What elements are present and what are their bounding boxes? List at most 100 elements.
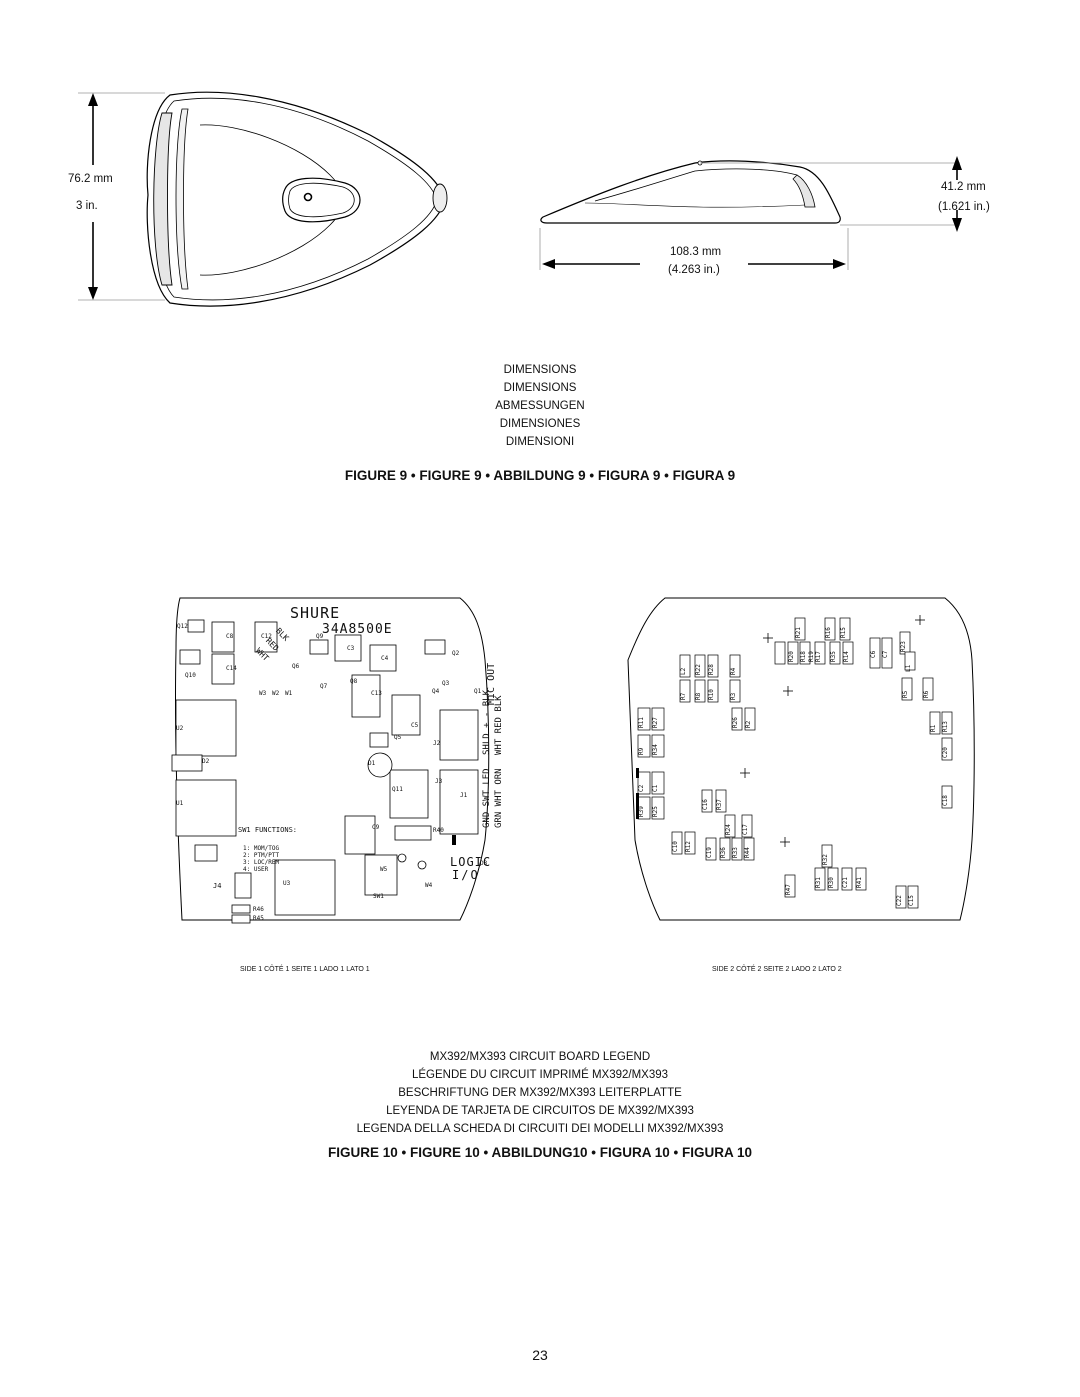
component-label: R28 [708, 664, 715, 675]
component-label: R1 [930, 724, 937, 732]
height-dimension-arrow [78, 92, 165, 301]
component-label: R47 [785, 884, 792, 895]
component-label: Q11 [392, 786, 403, 793]
sw1-item: 4: USER [243, 866, 269, 873]
component-label: R16 [825, 627, 832, 638]
component-label: Q3 [442, 680, 450, 687]
component-label: R34 [652, 744, 659, 755]
component-label: C4 [381, 655, 389, 662]
pcb-side-1-drawing [171, 597, 490, 924]
mic-pins-label: SHLD + - BLK [482, 689, 492, 755]
component-label: J3 [435, 778, 443, 785]
side-height-dimension-arrow [539, 156, 962, 270]
component-label: Q6 [292, 663, 300, 670]
caption-line: DIMENSIONS [503, 382, 577, 394]
side-height-mm-label: 41.2 mm [941, 181, 986, 193]
pcb-side-2-drawing [627, 597, 975, 921]
component-label: R8 [695, 692, 702, 700]
component-label: R15 [840, 627, 847, 638]
length-in-label: (4.263 in.) [668, 264, 720, 276]
component-label: C16 [702, 799, 709, 810]
figure-10-title: FIGURE 10 • FIGURE 10 • ABBILDUNG10 • FI… [328, 1145, 752, 1160]
component-label: R32 [822, 854, 829, 865]
component-label: J2 [433, 740, 441, 747]
component-label: R19 [808, 651, 815, 662]
component-label: R4 [730, 667, 737, 675]
component-label: R36 [720, 847, 727, 858]
component-label: C9 [372, 824, 380, 831]
caption-line: LEGENDA DELLA SCHEDA DI CIRCUITI DEI MOD… [356, 1123, 724, 1135]
component-label: C17 [742, 824, 749, 835]
component-label: SW1 [373, 893, 384, 900]
component-label: R20 [788, 651, 795, 662]
component-label: R2 [745, 720, 752, 728]
sw1-functions-list: 1: MOM/TOG 2: PTM/PTT 3: LOC/REM 4: USER [243, 845, 279, 873]
height-mm-label: 76.2 mm [68, 173, 113, 185]
component-label: C2 [638, 784, 645, 792]
component-label: R23 [900, 641, 907, 652]
component-label: R10 [708, 689, 715, 700]
component-label: Q7 [320, 683, 328, 690]
component-label: R30 [828, 877, 835, 888]
component-label: C15 [908, 895, 915, 906]
component-label: R14 [843, 651, 850, 662]
component-label: D3 [480, 860, 488, 867]
component-label: Q9 [316, 633, 324, 640]
component-label: C21 [842, 877, 849, 888]
caption-line: BESCHRIFTUNG DER MX392/MX393 LEITERPLATT… [398, 1087, 682, 1099]
component-label: Q1 [474, 688, 482, 695]
component-label: R41 [856, 877, 863, 888]
component-label: W4 [425, 882, 433, 889]
component-label: U2 [176, 725, 184, 732]
side-2-caption: SIDE 2 CÔTÉ 2 SEITE 2 LADO 2 LATO 2 [712, 966, 842, 973]
component-label: R13 [942, 721, 949, 732]
component-label: R31 [815, 877, 822, 888]
sw1-item: 1: MOM/TOG [243, 845, 280, 852]
component-label: J4 [213, 882, 222, 890]
component-label: C12 [261, 633, 272, 640]
component-label: Q2 [452, 650, 460, 657]
component-label: U1 [176, 800, 184, 807]
caption-line: DIMENSIONES [499, 418, 581, 430]
figure-10-caption: MX392/MX393 CIRCUIT BOARD LEGEND LÉGENDE… [0, 1048, 1080, 1138]
figure-9-caption: DIMENSIONS DIMENSIONS ABMESSUNGEN DIMENS… [0, 361, 1080, 451]
caption-line: LÉGENDE DU CIRCUIT IMPRIMÉ MX392/MX393 [411, 1069, 669, 1081]
component-label: J1 [460, 792, 468, 799]
caption-line: ABMESSUNGEN [495, 400, 585, 412]
page-number: 23 [532, 1347, 548, 1363]
component-label: C19 [706, 847, 713, 858]
component-label: R9 [638, 747, 645, 755]
component-label: C22 [896, 895, 903, 906]
component-label: R26 [732, 717, 739, 728]
component-label: R11 [638, 717, 645, 728]
component-label: U3 [283, 880, 291, 887]
sw1-item: 2: PTM/PTT [243, 852, 280, 859]
caption-line: DIMENSIONS [503, 364, 577, 376]
component-label: C1 [652, 784, 659, 792]
component-label: R25 [652, 806, 659, 817]
figure-9-title: FIGURE 9 • FIGURE 9 • ABBILDUNG 9 • FIGU… [344, 468, 736, 483]
component-label: R33 [732, 847, 739, 858]
component-label: R46 [253, 906, 264, 913]
component-label: D2 [202, 758, 210, 765]
component-label: C18 [942, 795, 949, 806]
microphone-side-view-drawing [540, 160, 841, 224]
component-label: R27 [652, 717, 659, 728]
component-label: C7 [882, 650, 889, 658]
component-label: R24 [725, 824, 732, 835]
component-label: R3 [730, 692, 737, 700]
side-1-caption: SIDE 1 CÔTÉ 1 SEITE 1 LADO 1 LATO 1 [240, 966, 370, 973]
length-mm-label: 108.3 mm [670, 246, 722, 258]
logic-wire-colors: GRN WHT ORN [494, 768, 504, 828]
component-label: L1 [905, 664, 912, 672]
height-in-label: 3 in. [76, 200, 98, 212]
component-label: C14 [226, 665, 237, 672]
caption-line: DIMENSIONI [505, 436, 575, 448]
component-label: R35 [830, 651, 837, 662]
component-label: C10 [672, 841, 679, 852]
microphone-top-view-drawing [146, 91, 448, 307]
component-label: D1 [368, 760, 376, 767]
sw1-functions-title: SW1 FUNCTIONS: [238, 826, 298, 834]
component-label: W1 [285, 690, 293, 697]
component-label: C20 [942, 747, 949, 758]
